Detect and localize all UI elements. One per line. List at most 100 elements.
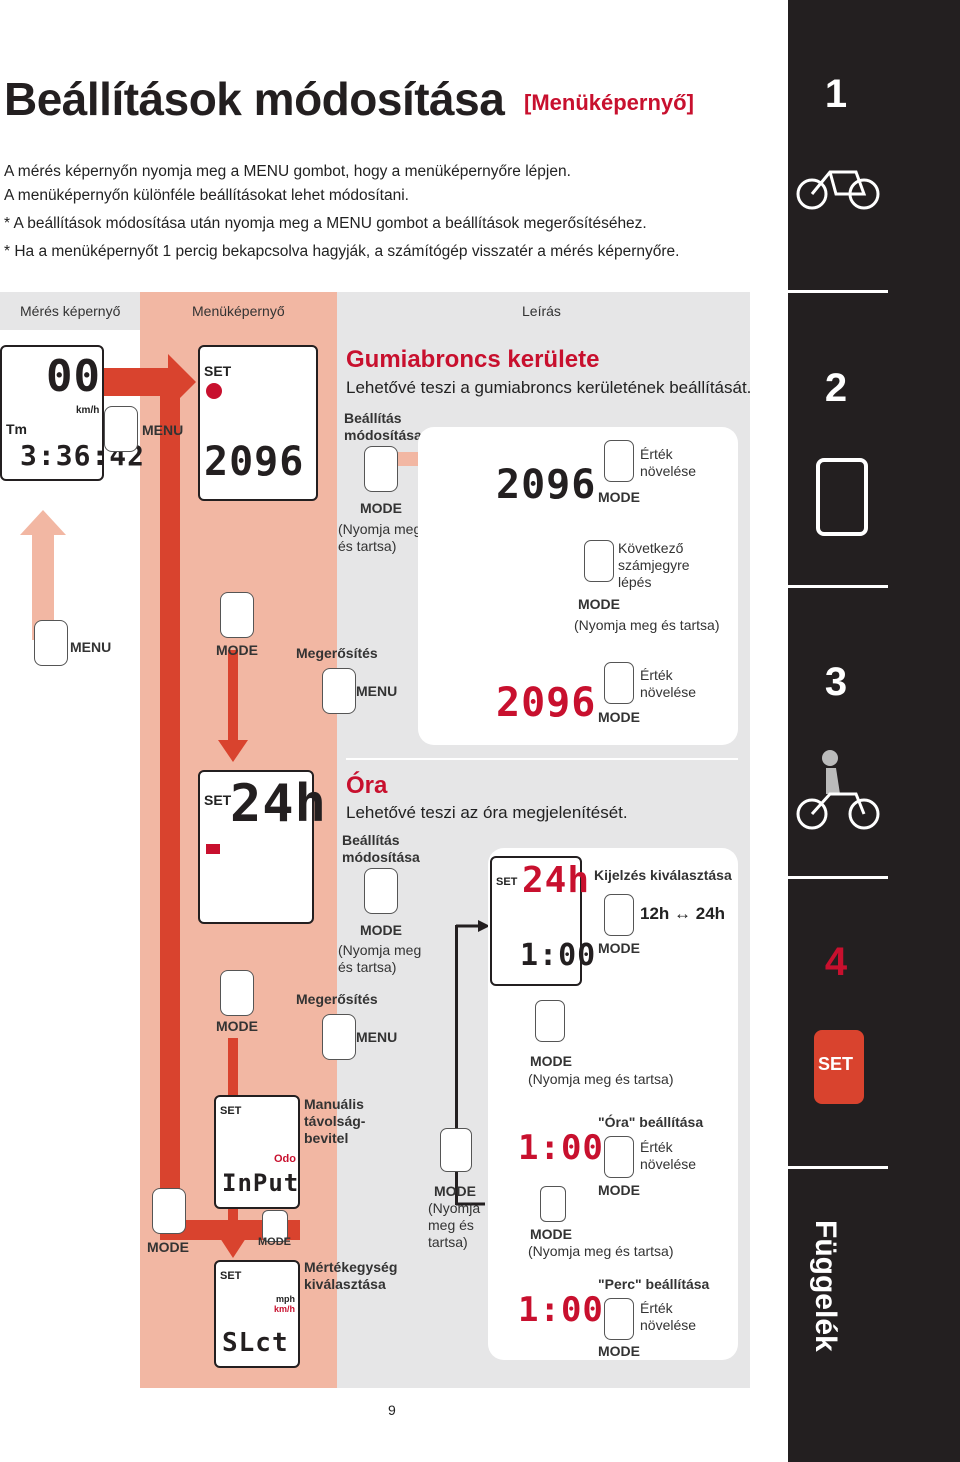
tire-menu[interactable]: MENU — [356, 683, 398, 699]
clock-mode[interactable]: MODE — [360, 922, 402, 938]
tire-inc-mode-2[interactable]: MODE — [598, 709, 640, 725]
slct-lcd: SET mph km/h SLct — [214, 1260, 300, 1368]
tire-hold: (Nyomja meg és tartsa) — [338, 521, 422, 554]
mode-label-3[interactable]: MODE — [147, 1239, 189, 1255]
wheel-icon — [206, 383, 222, 399]
tab-1[interactable]: 1 — [824, 72, 848, 116]
clock-hold: (Nyomja meg és tartsa) — [338, 942, 422, 975]
tab-divider — [788, 1166, 888, 1169]
set-label: SET — [204, 363, 232, 379]
intro-line-1: A mérés képernyőn nyomja meg a MENU gomb… — [4, 163, 571, 180]
device-button-icon — [535, 1000, 565, 1042]
tire-confirm: Megerősítés — [296, 645, 378, 661]
tire-next-mode[interactable]: MODE — [578, 596, 620, 612]
cyclist-icon — [796, 750, 880, 830]
tire-inc-2: Érték növelése — [640, 667, 697, 700]
tm-label: Tm — [6, 421, 27, 437]
mode-label[interactable]: MODE — [216, 642, 258, 658]
tab-2[interactable]: 2 — [824, 366, 848, 410]
device-button-icon — [364, 868, 398, 914]
clock-min-mode[interactable]: MODE — [530, 1226, 572, 1242]
hold-mode[interactable]: MODE — [434, 1183, 476, 1199]
clock-hour-set: "Óra" beállítása — [598, 1114, 704, 1130]
tire-inc-mode[interactable]: MODE — [598, 489, 640, 505]
tire-hold2: (Nyomja meg és tartsa) — [574, 617, 720, 633]
measure-lcd: 00 km/h Tm 3:36:42 — [0, 345, 144, 481]
menu-button-label-2[interactable]: MENU — [70, 639, 112, 655]
mode-label-small[interactable]: MODE — [258, 1236, 291, 1248]
clock-time-1: 1:00 — [520, 938, 597, 973]
section-divider — [346, 758, 738, 760]
clock-hold2: (Nyomja meg és tartsa) — [528, 1071, 674, 1087]
tire-heading: Gumiabroncs kerülete — [346, 346, 600, 373]
clock-toggle-mode[interactable]: MODE — [598, 940, 640, 956]
device-button-icon — [604, 1136, 634, 1178]
tab-appendix[interactable]: Függelék — [809, 1220, 842, 1352]
device-button-icon — [104, 406, 138, 452]
set-label: SET — [220, 1105, 242, 1117]
device-button-icon — [540, 1186, 566, 1222]
device-button-icon — [604, 662, 634, 704]
input-display: InPut — [222, 1169, 300, 1197]
speed-display: 00 — [46, 351, 101, 402]
clock-next-mode[interactable]: MODE — [530, 1053, 572, 1069]
clock-time-hour: 1:00 — [518, 1128, 604, 1168]
clock-time-min: 1:00 — [518, 1290, 604, 1330]
odo-label: Odo — [274, 1153, 296, 1165]
set-device-icon: SET — [814, 1030, 864, 1104]
input-lcd: SET Odo InPut — [214, 1095, 300, 1209]
clock-hold3: (Nyomja meg és tartsa) — [528, 1243, 674, 1259]
clock-hour-mode[interactable]: MODE — [598, 1182, 640, 1198]
device-button-icon — [220, 592, 254, 638]
clock-min-inc: Érték növelése — [640, 1300, 697, 1333]
header-bar — [0, 292, 750, 330]
clock-icon — [206, 844, 220, 854]
clock-menu[interactable]: MENU — [356, 1029, 398, 1045]
tire-menu-lcd: SET 2096 — [198, 345, 318, 501]
tire-next: Következő számjegyre lépés — [618, 540, 690, 590]
hold-mode-text: (Nyomja meg és tartsa) — [428, 1200, 481, 1250]
tire-panel-value-1: 2096 — [496, 462, 597, 508]
tab-divider — [788, 585, 888, 588]
device-button-icon — [262, 1210, 288, 1242]
device-button-icon — [604, 1298, 634, 1340]
clock-confirm: Megerősítés — [296, 991, 378, 1007]
manual-label: Manuális távolság- bevitel — [304, 1096, 366, 1146]
clock-minute-set: "Perc" beállítása — [598, 1276, 710, 1292]
header-measure: Mérés képernyő — [20, 303, 121, 319]
header-menu: Menüképernyő — [192, 303, 285, 319]
page-subtitle: [Menüképernyő] — [524, 90, 694, 115]
tire-panel — [418, 427, 738, 745]
clock-menu-lcd: SET 24h — [198, 770, 326, 924]
tire-value: 2096 — [204, 439, 305, 485]
mode-label-2[interactable]: MODE — [216, 1018, 258, 1034]
device-button-icon — [322, 1014, 356, 1060]
set-device-label: SET — [818, 1054, 854, 1074]
kmh-label: km/h — [274, 1304, 296, 1314]
tire-mode[interactable]: MODE — [360, 500, 402, 516]
menu-button-label[interactable]: MENU — [142, 422, 184, 438]
device-button-icon — [322, 668, 356, 714]
tab-divider — [788, 290, 888, 293]
clock-select: Kijelzés kiválasztása — [594, 867, 732, 883]
clock-lcd-1: SET 24h 1:00 — [490, 856, 595, 986]
device-icon — [816, 458, 868, 536]
clock-heading: Óra — [346, 772, 388, 799]
set-label: SET — [496, 876, 518, 888]
device-button-icon — [604, 440, 634, 482]
page-number: 9 — [388, 1402, 396, 1418]
tab-3[interactable]: 3 — [824, 660, 848, 704]
clock-toggle: 12h ↔ 24h — [640, 904, 726, 923]
header-menu-bg — [140, 292, 337, 330]
units-label: Mértékegység kiválasztása — [304, 1259, 398, 1292]
device-button-icon — [152, 1188, 186, 1234]
clock-sub: Lehetővé teszi az óra megjelenítését. — [346, 803, 628, 822]
page-title: Beállítások módosítása — [4, 73, 505, 125]
set-label: SET — [204, 792, 232, 808]
tire-change-label: Beállítás módosítása — [344, 410, 422, 443]
device-button-icon — [440, 1128, 472, 1172]
clock-h24-red: 24h — [522, 860, 591, 901]
bicycle-icon — [796, 170, 880, 210]
clock-min-mode-2[interactable]: MODE — [598, 1343, 640, 1359]
tab-4[interactable]: 4 — [824, 940, 848, 984]
